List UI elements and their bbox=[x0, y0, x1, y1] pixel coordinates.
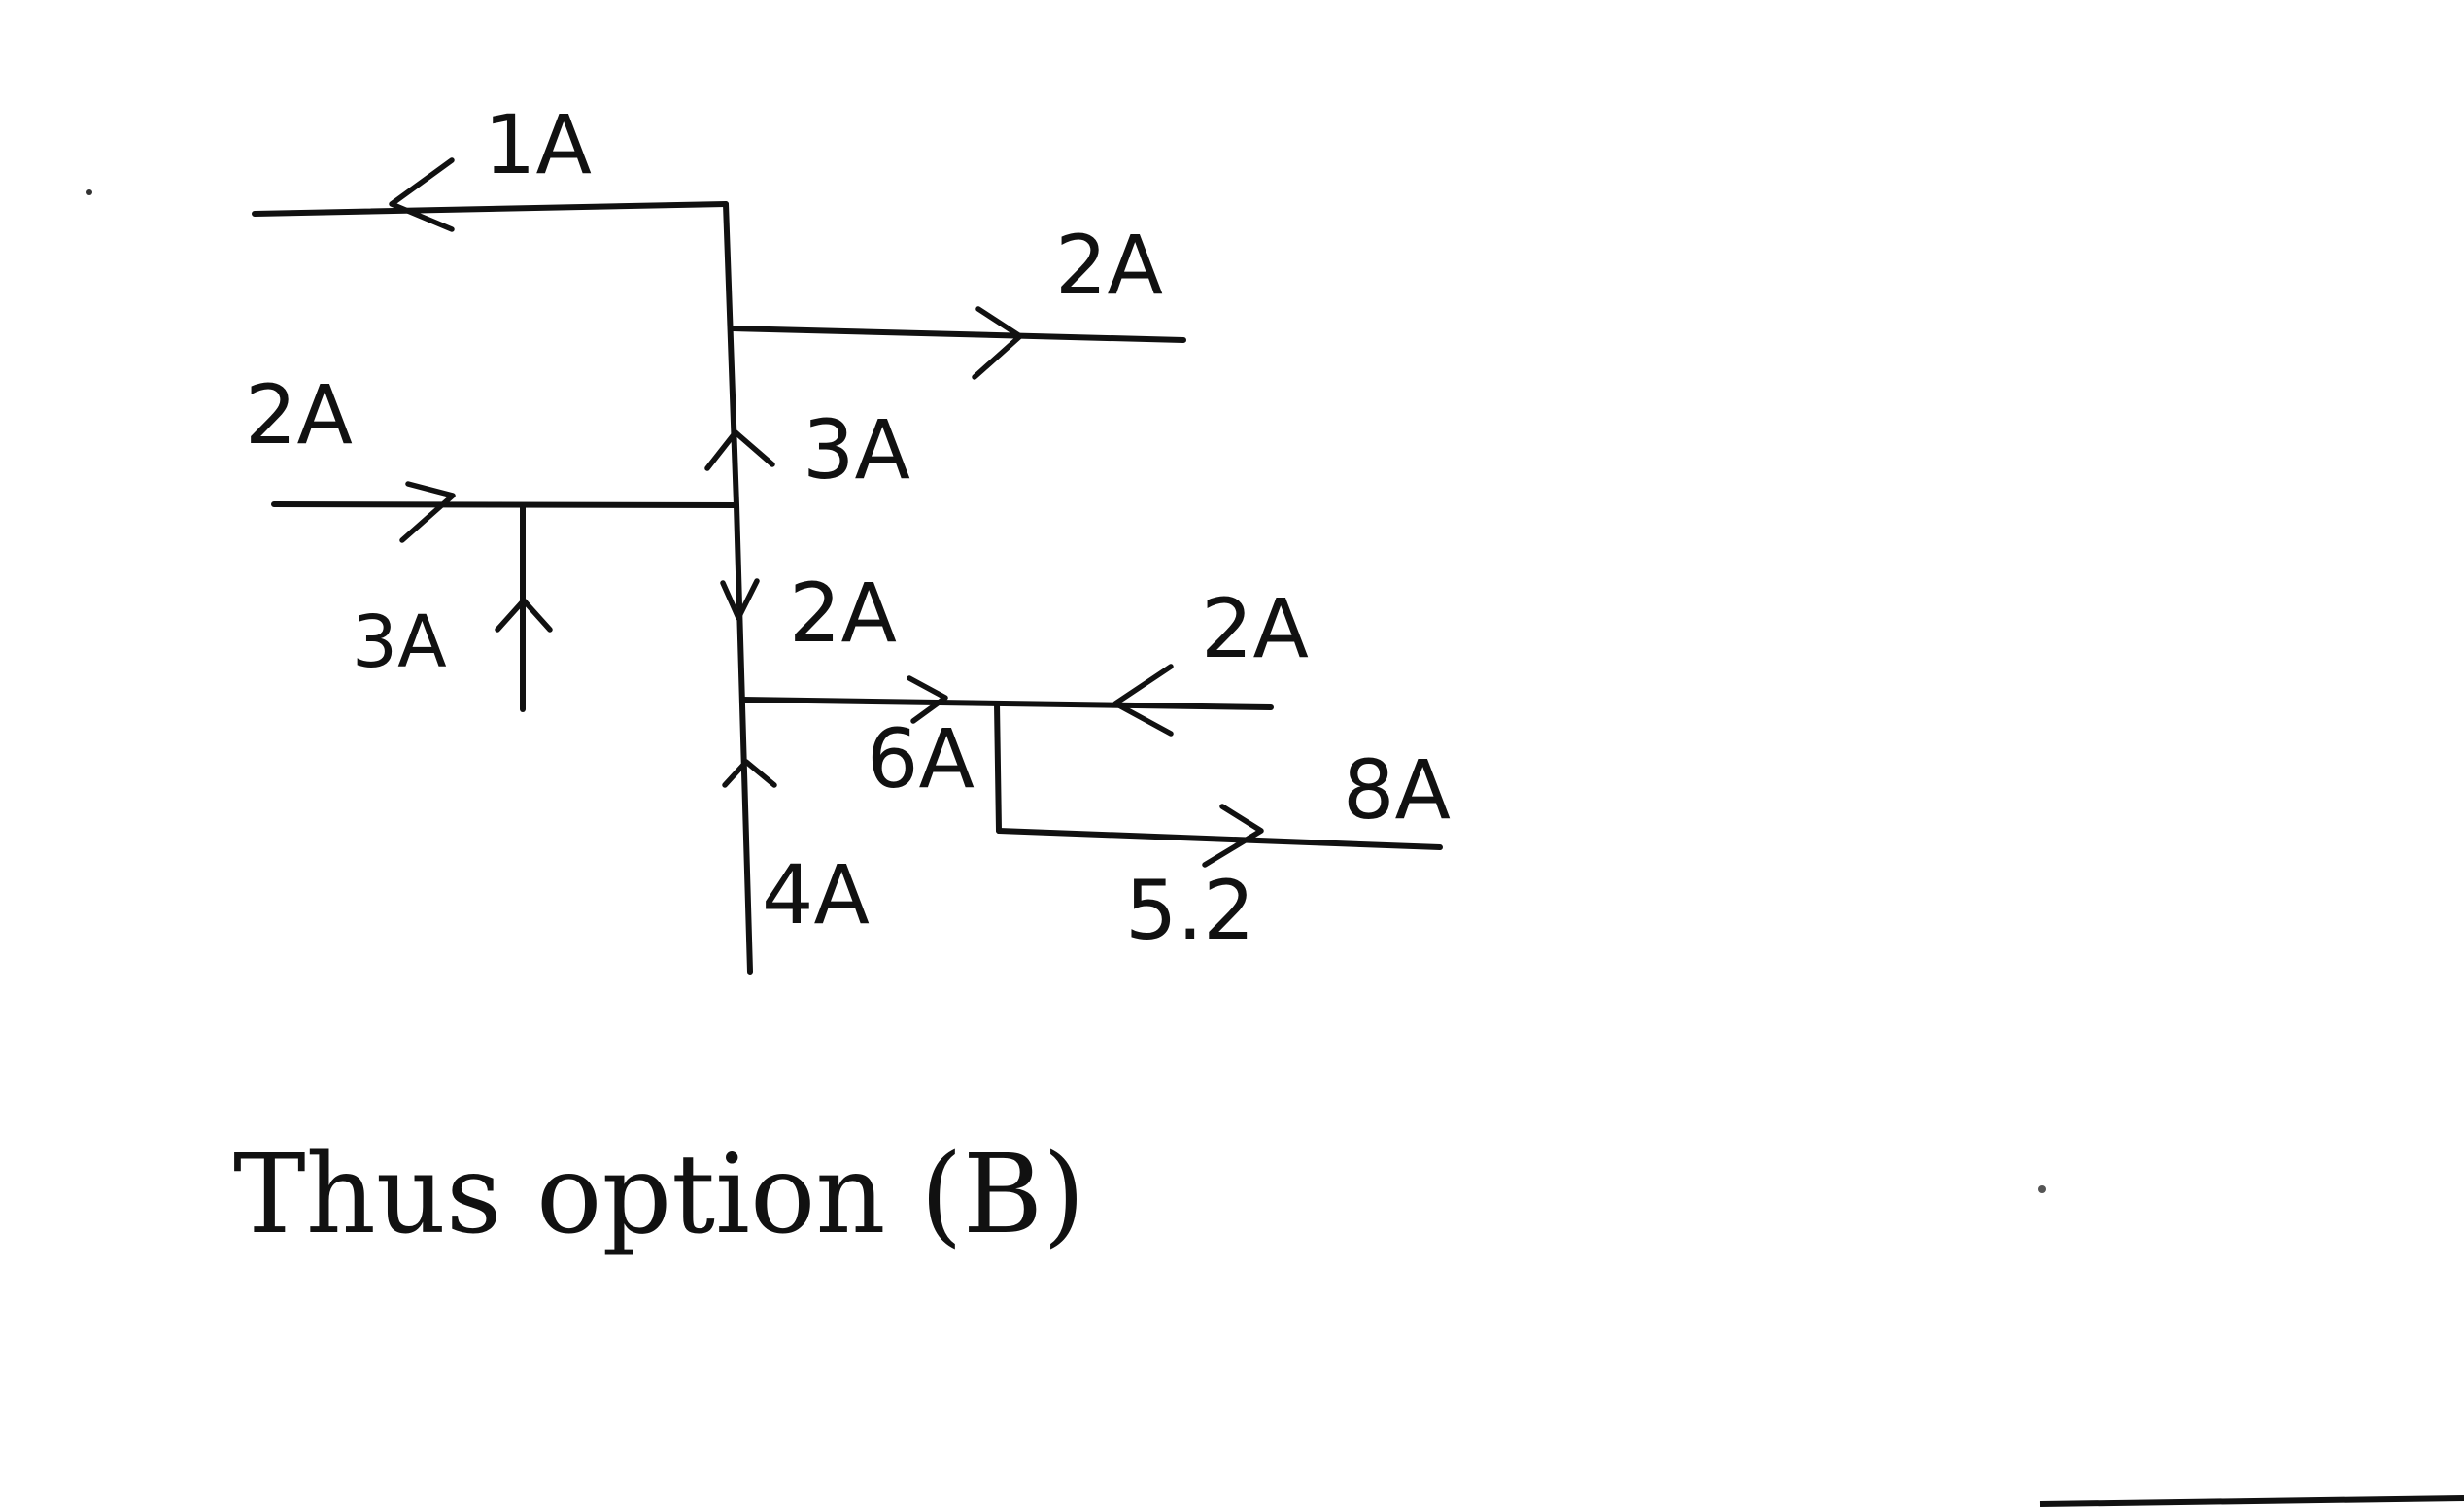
arrow-up-icon bbox=[704, 429, 775, 471]
label-top-left-current: 1A bbox=[484, 97, 592, 192]
scan-edge-line bbox=[2039, 1495, 2464, 1507]
wires bbox=[252, 201, 1443, 975]
arrow-down-icon bbox=[720, 578, 760, 621]
arrow-right-icon bbox=[1202, 804, 1264, 868]
label-left-branch-current: 3A bbox=[352, 600, 447, 684]
label-vertical-up-current: 3A bbox=[803, 402, 910, 497]
arrow-left-icon bbox=[389, 157, 455, 232]
arrow-right-icon bbox=[972, 306, 1023, 380]
label-bottom-vertical-current: 4A bbox=[762, 847, 870, 942]
wire-middle-right bbox=[739, 697, 1274, 710]
label-left-input-current: 2A bbox=[245, 367, 353, 463]
arrows bbox=[389, 157, 1264, 868]
label-bottom-right-current: 8A bbox=[1343, 742, 1451, 838]
arrow-up-icon bbox=[495, 598, 553, 633]
label-bottom-right-note: 5.2 bbox=[1125, 863, 1255, 958]
wire-top-right bbox=[730, 326, 1186, 343]
scan-speck bbox=[2038, 1185, 2046, 1193]
label-top-right-current: 2A bbox=[1055, 218, 1163, 313]
arrow-left-icon bbox=[1112, 664, 1174, 737]
label-vertical-down-current: 2A bbox=[789, 566, 897, 661]
arrow-right-icon bbox=[399, 481, 456, 543]
wire-main-vertical bbox=[723, 201, 753, 975]
wire-junction-vertical bbox=[994, 701, 1002, 834]
label-junction-current: 6A bbox=[867, 711, 975, 806]
wire-bottom-right bbox=[996, 828, 1443, 850]
scan-speck bbox=[86, 189, 92, 195]
label-right-incoming-current: 2A bbox=[1201, 581, 1309, 676]
arrow-up-icon bbox=[722, 759, 777, 788]
conclusion-text: Thus option (B) bbox=[233, 1132, 1085, 1258]
wire-left-horizontal bbox=[271, 501, 739, 508]
labels: 1A 2A 2A 3A 3A 2A 2A 6A 8A 4A 5.2 bbox=[245, 97, 1451, 958]
arrow-right-icon bbox=[907, 675, 948, 724]
wire-top-left bbox=[252, 201, 729, 217]
